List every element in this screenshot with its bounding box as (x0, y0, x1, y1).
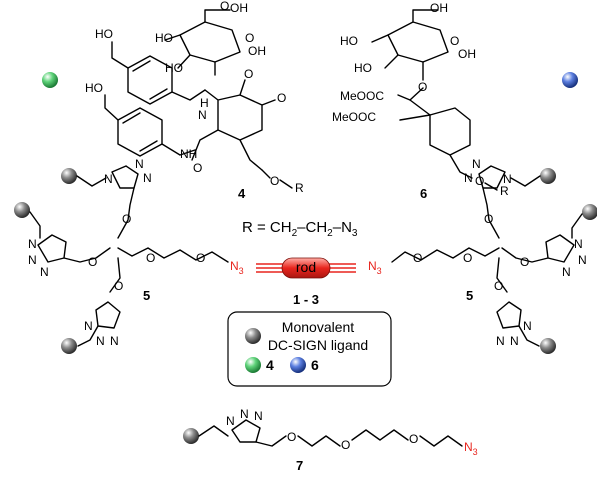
grey-sphere-icon (183, 428, 199, 444)
c5-right-azide: N3 (368, 259, 382, 276)
svg-text:HO: HO (340, 34, 358, 48)
svg-text:N: N (254, 409, 263, 423)
svg-text:R: R (295, 181, 304, 195)
svg-text:N: N (464, 171, 473, 185)
legend-item-6: 6 (311, 357, 319, 373)
svg-text:O: O (277, 91, 286, 105)
compound-5-right-structure (391, 165, 597, 354)
svg-text:O: O (122, 212, 131, 226)
grey-sphere-icon (61, 168, 77, 184)
svg-text:O: O (520, 255, 529, 269)
svg-text:N: N (135, 157, 144, 171)
svg-text:HO: HO (165, 61, 183, 75)
green-sphere-icon (42, 72, 58, 88)
svg-text:OH: OH (248, 44, 266, 58)
svg-text:N: N (198, 108, 207, 122)
svg-text:N: N (503, 172, 512, 186)
svg-text:N: N (562, 265, 571, 279)
grey-sphere-icon (245, 328, 261, 344)
svg-text:H: H (200, 96, 209, 110)
rod-label: rod (296, 259, 316, 275)
svg-text:O: O (245, 31, 254, 45)
c7-azide: N3 (464, 440, 478, 457)
rod-range-label: 1 - 3 (293, 292, 319, 307)
grey-sphere-icon (540, 338, 556, 354)
svg-text:HO: HO (354, 61, 372, 75)
svg-text:N: N (578, 253, 587, 267)
svg-text:MeOOC: MeOOC (332, 110, 376, 124)
svg-text:O: O (270, 174, 279, 188)
compound-5-right-label: 5 (466, 288, 473, 303)
svg-text:O: O (450, 34, 459, 48)
svg-text:O: O (146, 251, 155, 265)
svg-text:O: O (418, 80, 427, 94)
svg-text:O: O (494, 279, 503, 293)
svg-text:N: N (143, 171, 152, 185)
svg-text:N: N (226, 414, 235, 428)
svg-text:N: N (84, 319, 93, 333)
svg-text:HO: HO (85, 81, 103, 95)
svg-text:N: N (574, 237, 583, 251)
svg-text:O: O (287, 430, 296, 444)
svg-text:O: O (220, 0, 229, 13)
svg-text:N: N (96, 334, 105, 348)
grey-sphere-icon (61, 338, 77, 354)
compound-7-structure (183, 419, 463, 447)
legend-box (227, 311, 392, 387)
compound-5-left-structure (14, 165, 229, 354)
legend-item-4: 4 (266, 357, 274, 373)
svg-text:O: O (193, 161, 202, 175)
svg-text:O: O (484, 212, 493, 226)
grey-sphere-icon (540, 168, 556, 184)
grey-sphere-icon (582, 204, 597, 220)
grey-sphere-icon (14, 202, 30, 218)
svg-text:O: O (244, 67, 253, 81)
compound-6-label: 6 (420, 186, 427, 201)
svg-text:MeOOC: MeOOC (340, 89, 384, 103)
compound-4-label: 4 (238, 186, 246, 201)
compound-5-left-label: 5 (143, 288, 150, 303)
legend-line2: DC-SIGN ligand (268, 337, 368, 353)
green-sphere-icon (245, 357, 261, 373)
svg-text:O: O (463, 251, 472, 265)
compound-7-label: 7 (296, 458, 303, 473)
svg-text:N: N (472, 157, 481, 171)
svg-text:O: O (475, 174, 484, 188)
legend-line1: Monovalent (282, 319, 354, 335)
svg-text:N: N (510, 334, 519, 348)
c4-oh: OH (230, 1, 248, 15)
svg-text:O: O (196, 251, 205, 265)
svg-text:N: N (28, 237, 37, 251)
svg-text:OH: OH (430, 1, 448, 15)
svg-text:HO: HO (95, 27, 113, 41)
svg-text:N: N (523, 319, 532, 333)
svg-text:NH: NH (180, 147, 197, 161)
blue-sphere-icon (562, 72, 578, 88)
svg-text:OH: OH (458, 47, 476, 61)
svg-text:N: N (496, 334, 505, 348)
svg-text:R: R (500, 184, 509, 198)
svg-text:O: O (409, 432, 418, 446)
svg-text:O: O (88, 255, 97, 269)
svg-text:O: O (413, 251, 422, 265)
compound-6-structure (371, 9, 473, 179)
compound-4-structure (104, 9, 276, 179)
r-group-definition: R = CH2–CH2–N3 (242, 219, 358, 239)
svg-text:HO: HO (155, 31, 173, 45)
svg-text:O: O (341, 438, 350, 452)
rod-linker (256, 257, 356, 279)
svg-text:O: O (114, 279, 123, 293)
svg-text:N: N (40, 265, 49, 279)
blue-sphere-icon (290, 357, 306, 373)
c5-left-azide: N3 (230, 259, 244, 276)
svg-text:N: N (240, 407, 249, 421)
svg-text:N: N (110, 334, 119, 348)
svg-text:N: N (28, 253, 37, 267)
svg-text:N: N (104, 172, 113, 186)
